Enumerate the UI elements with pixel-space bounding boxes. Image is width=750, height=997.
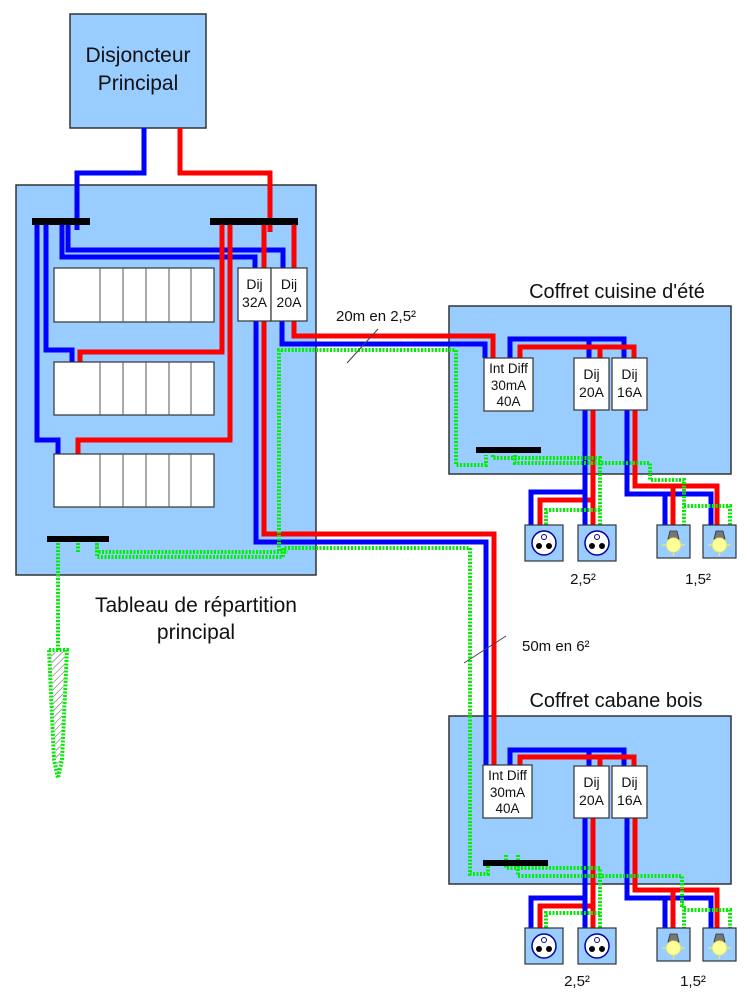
cabane-light-neutral bbox=[624, 818, 668, 935]
cuisine-rcd-label-1: Int Diff bbox=[489, 361, 528, 376]
breaker-32a-label-1: Dij bbox=[246, 276, 262, 292]
phase-feed-wire bbox=[177, 128, 273, 232]
breaker-32a: Dij 32A bbox=[237, 267, 272, 322]
cabane-rcd-label-1: Int Diff bbox=[488, 768, 527, 783]
cuisine-outlets-section: 2,5² bbox=[570, 571, 596, 588]
light-bulb-icon bbox=[656, 927, 691, 962]
cuisine-earth-outlet1 bbox=[544, 508, 600, 530]
phase-cable-cabane bbox=[261, 320, 497, 765]
cuisine-light-neutral bbox=[624, 410, 668, 530]
cabane-rcd-label-3: 40A bbox=[495, 801, 519, 816]
cuisine-rcd: Int Diff 30mA 40A bbox=[483, 357, 534, 412]
socket-outlet-icon bbox=[524, 927, 564, 965]
cuisine-earth-outlet2 bbox=[491, 455, 602, 530]
cabane-earth-outlet1 bbox=[544, 911, 600, 935]
socket-outlet-icon bbox=[524, 524, 564, 562]
cabane-breaker-16a: Dij 16A bbox=[611, 765, 648, 819]
main-breaker-label-2: Principal bbox=[98, 72, 179, 95]
cabane-outlets-section: 2,5² bbox=[564, 973, 590, 990]
light-bulb-icon bbox=[702, 927, 737, 962]
main-breaker-label-1: Disjoncteur bbox=[85, 44, 190, 67]
cabane-lights-section: 1,5² bbox=[680, 973, 706, 990]
socket-outlet-icon bbox=[577, 524, 617, 562]
earth-rod-icon bbox=[51, 652, 65, 774]
neutral-wire-32a bbox=[59, 220, 258, 268]
phase-wire-row2 bbox=[77, 222, 225, 365]
cabane-earth-busbar bbox=[483, 860, 548, 866]
earth-busbar bbox=[47, 536, 109, 542]
cabane-breaker-16a-label-1: Dij bbox=[621, 774, 637, 790]
cabane-outlet-neutral bbox=[528, 818, 588, 935]
neutral-wire-20a bbox=[65, 220, 286, 268]
cuisine-rcd-label-2: 30mA bbox=[491, 378, 526, 393]
cuisine-breaker-16a: Dij 16A bbox=[611, 357, 648, 411]
earth-wire-cuisine bbox=[277, 348, 488, 551]
cable-label-cabane: 50m en 6² bbox=[522, 638, 590, 655]
cabane-outlet-phase bbox=[537, 818, 596, 935]
cuisine-outlet-neutral bbox=[528, 410, 588, 530]
module-row-3 bbox=[53, 453, 215, 508]
sub-panel-cabane-title: Coffret cabane bois bbox=[529, 690, 702, 712]
cuisine-phase-bus bbox=[517, 344, 637, 358]
socket-outlet-icon bbox=[577, 927, 617, 965]
breaker-20a: Dij 20A bbox=[270, 267, 308, 322]
cuisine-light2-neutral bbox=[665, 491, 714, 530]
cabane-breaker-20a: Dij 20A bbox=[573, 765, 610, 819]
neutral-cable-cuisine bbox=[279, 320, 488, 358]
earth-wire-cabane bbox=[95, 540, 490, 876]
cabane-light-phase bbox=[632, 818, 720, 935]
breaker-20a-label-2: 20A bbox=[277, 294, 303, 310]
light-bulb-icon bbox=[656, 524, 691, 559]
cuisine-rcd-label-3: 40A bbox=[496, 394, 520, 409]
cabane-breaker-20a-label-1: Dij bbox=[583, 774, 599, 790]
cuisine-earth-light2 bbox=[684, 504, 732, 530]
cuisine-breaker-20a-label-2: 20A bbox=[579, 384, 605, 400]
phase-wire-row3 bbox=[75, 222, 233, 455]
breaker-32a-label-2: 32A bbox=[242, 294, 268, 310]
phase-cable-cuisine bbox=[291, 320, 496, 358]
cable-marker-cabane bbox=[463, 635, 507, 664]
neutral-wire-row3 bbox=[34, 220, 61, 455]
sub-panel-cuisine-title: Coffret cuisine d'été bbox=[529, 281, 705, 303]
cuisine-breaker-16a-label-1: Dij bbox=[621, 366, 637, 382]
cuisine-earth-busbar bbox=[476, 447, 541, 453]
earth-rod-outline bbox=[47, 648, 70, 779]
neutral-wire-row2 bbox=[43, 220, 75, 365]
breaker-20a-label-1: Dij bbox=[281, 276, 297, 292]
cabane-breaker-20a-label-2: 20A bbox=[579, 792, 605, 808]
cuisine-lights-section: 1,5² bbox=[685, 571, 711, 588]
cuisine-earth-light1 bbox=[513, 455, 686, 530]
light-bulb-icon bbox=[702, 524, 737, 559]
main-breaker: Disjoncteur Principal bbox=[69, 13, 207, 129]
cuisine-outlet-phase bbox=[537, 410, 596, 530]
phase-busbar bbox=[210, 218, 298, 225]
main-panel-title-2: principal bbox=[157, 621, 235, 644]
module-row-2 bbox=[53, 361, 215, 416]
module-row-1 bbox=[53, 267, 215, 323]
cable-label-cuisine: 20m en 2,5² bbox=[336, 308, 416, 325]
neutral-cable-cabane bbox=[253, 320, 489, 765]
neutral-feed-wire bbox=[74, 128, 147, 230]
cabane-breaker-16a-label-2: 16A bbox=[617, 792, 643, 808]
cabane-earth-outlet2 bbox=[504, 855, 602, 935]
neutral-busbar bbox=[32, 218, 90, 225]
main-panel-title-1: Tableau de répartition bbox=[95, 594, 297, 617]
cuisine-breaker-20a-label-1: Dij bbox=[583, 366, 599, 382]
cabane-earth-light2 bbox=[684, 908, 732, 935]
cabane-rcd: Int Diff 30mA 40A bbox=[482, 764, 533, 819]
cuisine-breaker-20a: Dij 20A bbox=[573, 357, 610, 411]
cabane-rcd-label-2: 30mA bbox=[490, 785, 525, 800]
cuisine-breaker-16a-label-2: 16A bbox=[617, 384, 643, 400]
cable-marker-cuisine bbox=[346, 328, 379, 364]
cabane-phase-bus bbox=[517, 754, 637, 766]
